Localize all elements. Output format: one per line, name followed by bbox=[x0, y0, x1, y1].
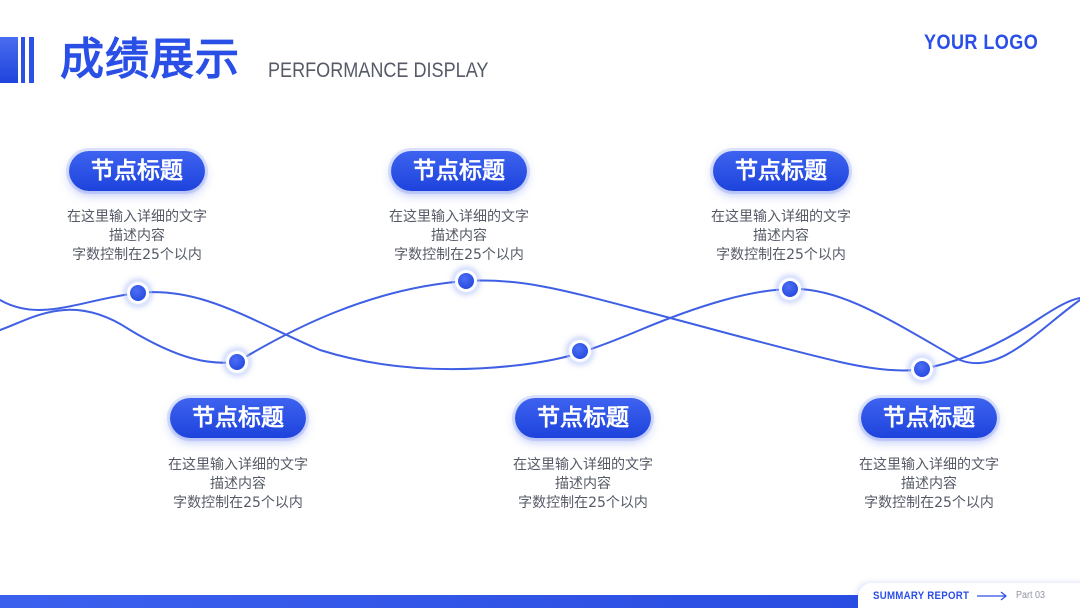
node-desc-line: 在这里输入详细的文字 bbox=[711, 209, 851, 225]
page-title: 成绩展示 bbox=[60, 34, 240, 85]
node-desc-line: 字数控制在25个以内 bbox=[518, 495, 648, 511]
node-desc-line: 字数控制在25个以内 bbox=[716, 247, 846, 263]
node-desc-line: 描述内容 bbox=[753, 228, 809, 244]
timeline-dot-1 bbox=[124, 279, 152, 307]
node-title-5: 节点标题 bbox=[713, 151, 849, 191]
page-subtitle: PERFORMANCE DISPLAY bbox=[268, 59, 489, 82]
node-desc-5: 在这里输入详细的文字 描述内容 字数控制在25个以内 bbox=[671, 208, 891, 265]
node-desc-6: 在这里输入详细的文字 描述内容 字数控制在25个以内 bbox=[819, 456, 1039, 513]
timeline-dot-5 bbox=[776, 275, 804, 303]
node-desc-line: 字数控制在25个以内 bbox=[173, 495, 303, 511]
footer-tab bbox=[858, 583, 1080, 608]
timeline-dot-2 bbox=[223, 348, 251, 376]
node-desc-1: 在这里输入详细的文字 描述内容 字数控制在25个以内 bbox=[27, 208, 247, 265]
timeline-dot-3 bbox=[452, 267, 480, 295]
node-desc-line: 在这里输入详细的文字 bbox=[67, 209, 207, 225]
node-desc-line: 描述内容 bbox=[109, 228, 165, 244]
node-desc-4: 在这里输入详细的文字 描述内容 字数控制在25个以内 bbox=[473, 456, 693, 513]
node-title-4: 节点标题 bbox=[515, 398, 651, 438]
timeline-dot-6 bbox=[908, 355, 936, 383]
title-bars-icon bbox=[0, 37, 36, 83]
node-title-1: 节点标题 bbox=[69, 151, 205, 191]
node-desc-line: 字数控制在25个以内 bbox=[72, 247, 202, 263]
footer-part: Part 03 bbox=[1016, 590, 1046, 601]
node-desc-line: 描述内容 bbox=[555, 476, 611, 492]
node-desc-line: 在这里输入详细的文字 bbox=[168, 457, 308, 473]
node-desc-line: 描述内容 bbox=[210, 476, 266, 492]
wave-line-2 bbox=[0, 279, 1080, 372]
node-desc-line: 在这里输入详细的文字 bbox=[513, 457, 653, 473]
wave-line-1 bbox=[0, 287, 1080, 371]
arrow-right-icon bbox=[977, 591, 1007, 601]
node-desc-line: 描述内容 bbox=[431, 228, 487, 244]
node-desc-2: 在这里输入详细的文字 描述内容 字数控制在25个以内 bbox=[128, 456, 348, 513]
footer-bar bbox=[0, 595, 1080, 608]
node-desc-line: 字数控制在25个以内 bbox=[394, 247, 524, 263]
logo: YOUR LOGO bbox=[924, 31, 1039, 54]
timeline-dot-4 bbox=[566, 337, 594, 365]
node-title-2: 节点标题 bbox=[170, 398, 306, 438]
footer-label: SUMMARY REPORT bbox=[873, 590, 970, 602]
node-desc-line: 描述内容 bbox=[901, 476, 957, 492]
node-title-3: 节点标题 bbox=[391, 151, 527, 191]
node-title-6: 节点标题 bbox=[861, 398, 997, 438]
node-desc-line: 在这里输入详细的文字 bbox=[389, 209, 529, 225]
node-desc-line: 字数控制在25个以内 bbox=[864, 495, 994, 511]
node-desc-3: 在这里输入详细的文字 描述内容 字数控制在25个以内 bbox=[349, 208, 569, 265]
node-desc-line: 在这里输入详细的文字 bbox=[859, 457, 999, 473]
